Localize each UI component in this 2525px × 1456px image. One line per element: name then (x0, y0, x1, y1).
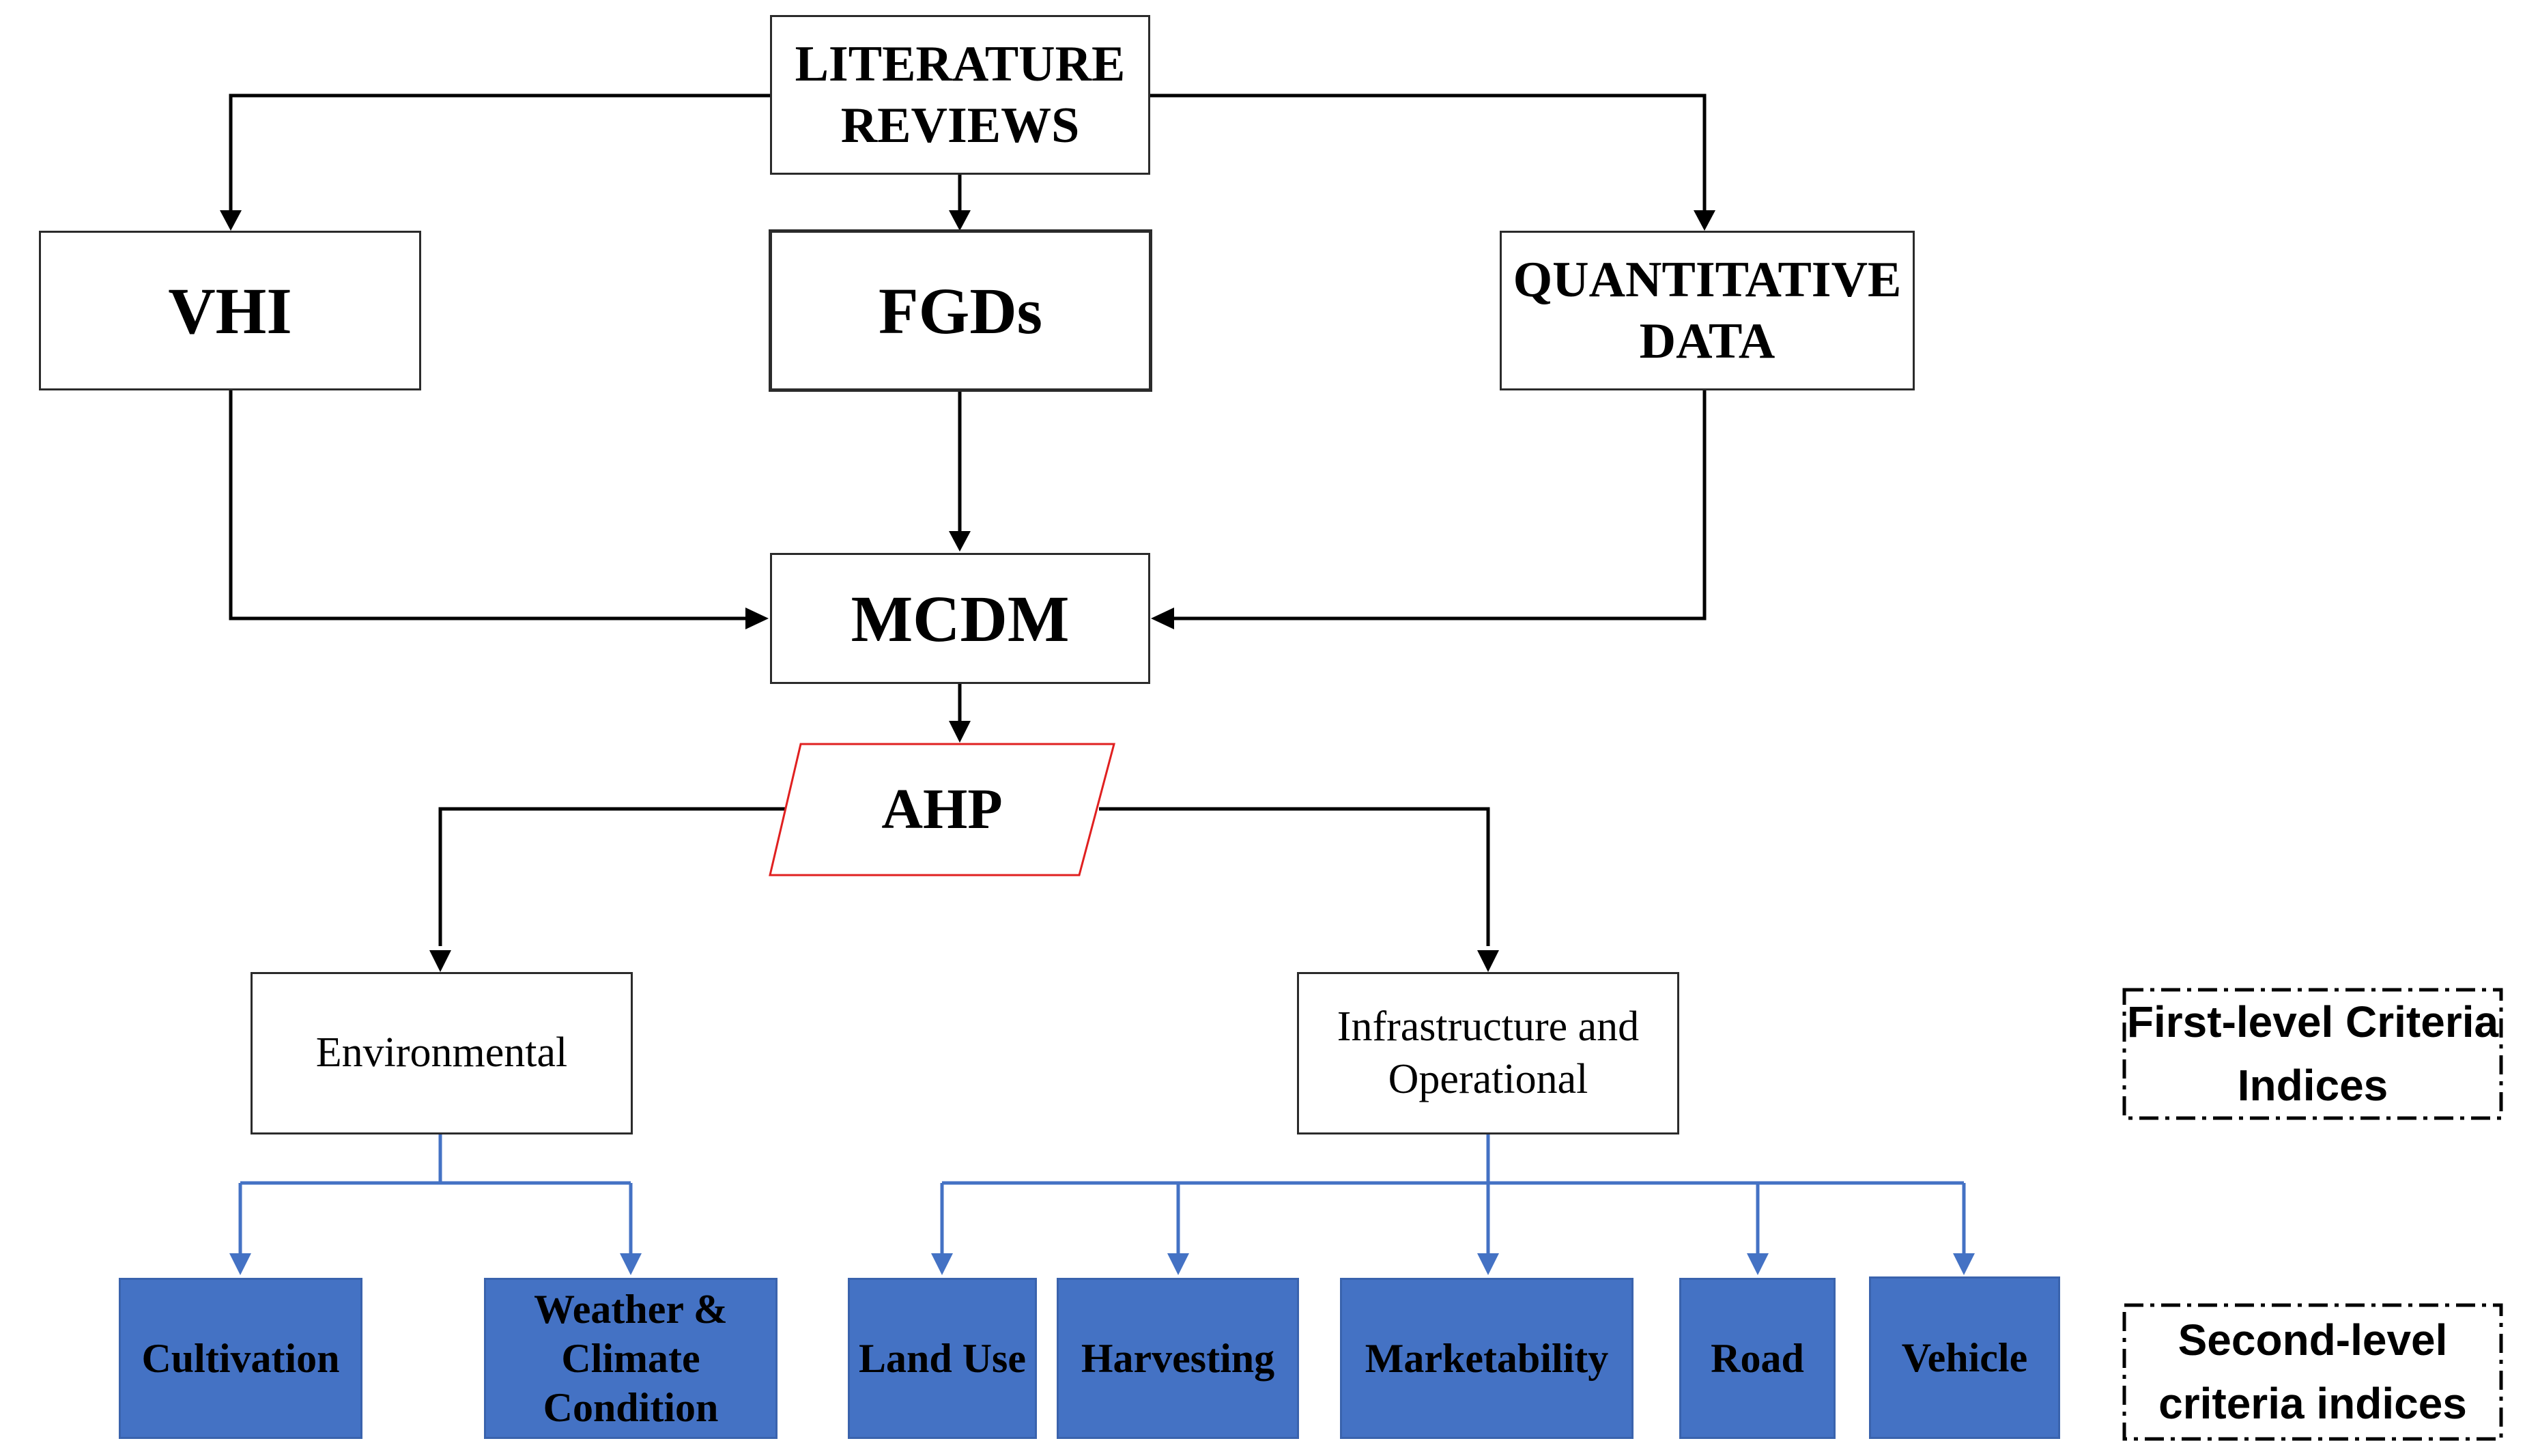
blue-arrowhead-weather (620, 1253, 642, 1275)
arrow-lit-to-quant (1149, 94, 1707, 210)
literature-reviews-box: LITERATURE REVIEWS (770, 15, 1150, 175)
infrastructure-operational-box: Infrastructure and Operational (1297, 972, 1679, 1134)
arrow-quant-to-mcdm (1174, 390, 1707, 620)
blue-arrowhead-land-use (931, 1253, 953, 1275)
legend-frame-first-level (2122, 988, 2503, 1120)
blue-arrowhead-vehicle (1953, 1253, 1975, 1275)
quantitative-data-box: QUANTITATIVE DATA (1500, 231, 1915, 390)
arrow-vhi-to-mcdm (229, 390, 745, 620)
land-use-box: Land Use (848, 1278, 1037, 1439)
environmental-box: Environmental (251, 972, 633, 1134)
marketability-box: Marketability (1340, 1278, 1634, 1439)
arrow-ahp-to-infrastructure (1099, 807, 1490, 946)
fgds-box: FGDs (769, 229, 1152, 392)
arrowhead-infrastructure (1477, 950, 1499, 972)
vehicle-box: Vehicle (1869, 1276, 2060, 1439)
legend-second-level-criteria: Second-level criteria indices (2158, 1315, 2467, 1428)
legend-frame-second-level (2122, 1303, 2503, 1441)
arrow-lit-to-vhi (229, 94, 770, 210)
arrowhead-vhi (220, 210, 242, 231)
arrowhead-quant-mcdm (1151, 608, 1174, 629)
blue-connector-environmental (238, 1134, 633, 1256)
ahp-label: AHP (881, 777, 1003, 841)
arrowhead-vhi-mcdm (745, 608, 769, 629)
ahp-parallelogram (769, 743, 1115, 876)
vhi-box: VHI (39, 231, 421, 390)
arrowhead-environmental (429, 950, 451, 972)
arrowhead-mcdm-ahp (949, 721, 971, 743)
mcdm-box: MCDM (770, 553, 1150, 684)
arrowhead-quant (1694, 210, 1715, 231)
blue-connector-infrastructure (940, 1134, 1966, 1256)
blue-arrowhead-marketability (1477, 1253, 1499, 1275)
legend-first-level-criteria: First-level Criteria Indices (2126, 997, 2499, 1110)
cultivation-box: Cultivation (119, 1278, 362, 1439)
harvesting-box: Harvesting (1057, 1278, 1299, 1439)
weather-climate-box: Weather & Climate Condition (484, 1278, 778, 1439)
blue-arrowhead-road (1747, 1253, 1769, 1275)
blue-arrowhead-cultivation (229, 1253, 251, 1275)
arrow-ahp-to-environmental (438, 807, 790, 946)
blue-arrowhead-harvesting (1167, 1253, 1189, 1275)
arrowhead-fgds (949, 210, 971, 231)
arrowhead-fgds-mcdm (949, 531, 971, 552)
road-box: Road (1679, 1278, 1836, 1439)
